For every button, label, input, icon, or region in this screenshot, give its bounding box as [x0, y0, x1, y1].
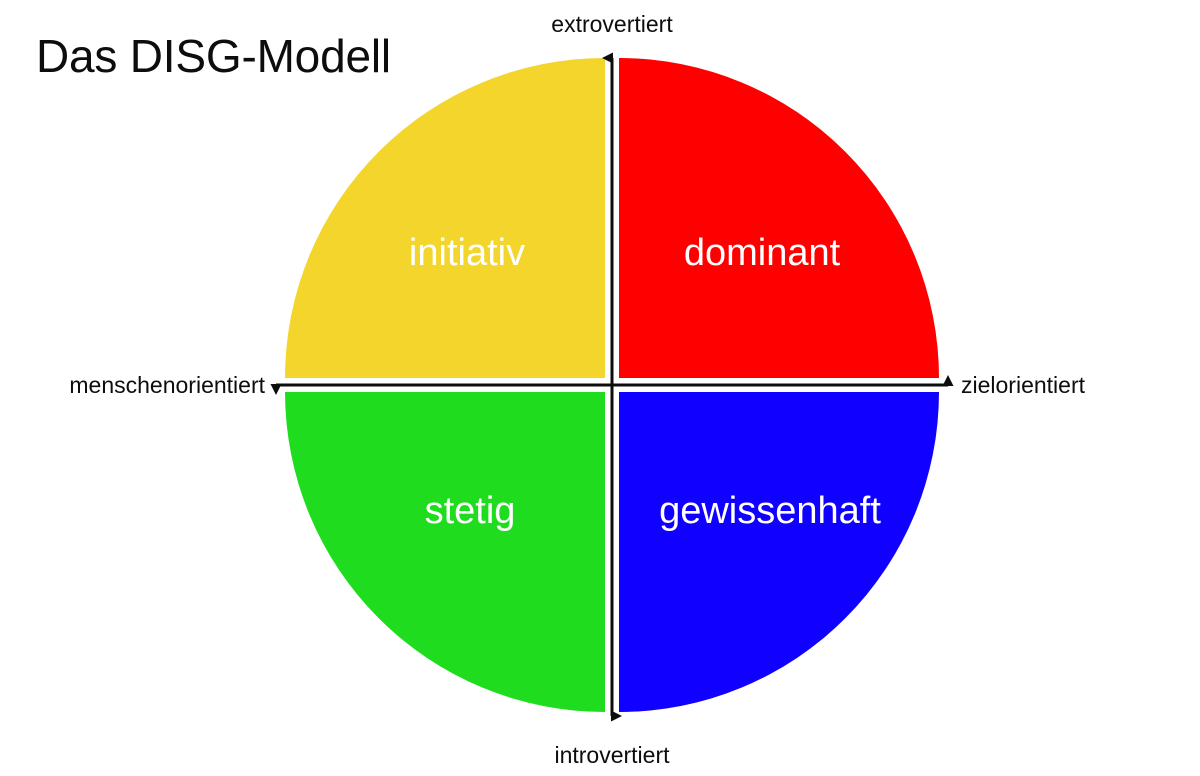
axis-label-zielorientiert: zielorientiert: [961, 372, 1086, 398]
quadrant-dominant-label: dominant: [684, 232, 841, 274]
quadrant-stetig[interactable]: stetig: [285, 392, 605, 712]
axis-label-menschenorientiert: menschenorientiert: [69, 372, 265, 398]
quadrant-stetig-label: stetig: [425, 490, 516, 532]
page-title: Das DISG-Modell: [36, 30, 391, 82]
quadrant-gewissenhaft[interactable]: gewissenhaft: [619, 392, 939, 712]
axis-label-introvertiert: introvertiert: [554, 742, 670, 768]
quadrant-gewissenhaft-label: gewissenhaft: [659, 490, 881, 532]
quadrant-initiativ[interactable]: initiativ: [285, 58, 605, 378]
quadrant-gewissenhaft-wedge[interactable]: [619, 392, 939, 712]
quadrant-initiativ-wedge[interactable]: [285, 58, 605, 378]
quadrant-dominant[interactable]: dominant: [619, 58, 939, 378]
quadrant-initiativ-label: initiativ: [409, 232, 525, 274]
axis-label-extrovertiert: extrovertiert: [551, 11, 673, 37]
quadrant-dominant-wedge[interactable]: [619, 58, 939, 378]
quadrant-stetig-wedge[interactable]: [285, 392, 605, 712]
